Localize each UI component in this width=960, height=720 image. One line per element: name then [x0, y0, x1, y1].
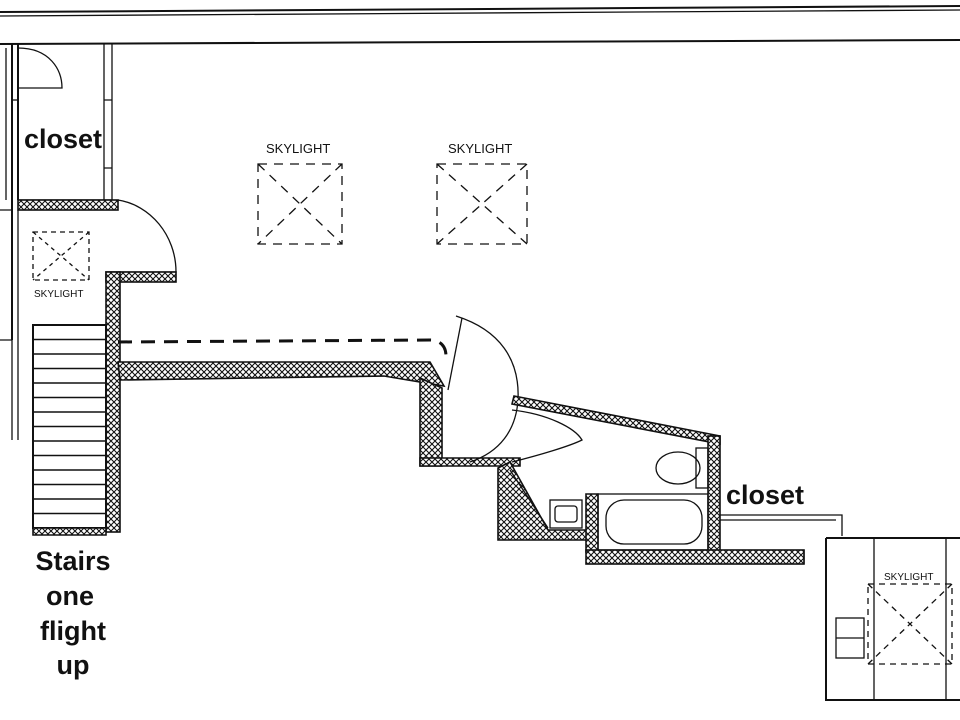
stairs-label-line-3: flight: [40, 616, 106, 646]
stairs-label-line-4: up: [57, 650, 90, 680]
closet-label-left: closet: [24, 124, 102, 154]
bathroom-door: [447, 315, 583, 463]
corridor-wall: [117, 338, 521, 467]
bathroom: [497, 395, 805, 565]
stairs-label-line-2: one: [46, 581, 94, 611]
lower-right-room: [825, 537, 960, 701]
skylight-label-4: SKYLIGHT: [884, 572, 933, 583]
skylight-label-1: SKYLIGHT: [266, 141, 330, 156]
skylight-label-3: SKYLIGHT: [34, 289, 83, 300]
sink-icon: [549, 499, 583, 529]
entry-room: [11, 199, 177, 533]
bathtub-icon: [597, 493, 709, 551]
skylight-small-left: [32, 231, 90, 281]
top-exterior-wall: [0, 5, 960, 45]
toilet-icon: [655, 447, 709, 489]
skylight-1: [257, 163, 343, 245]
closet-label-right: closet: [726, 480, 804, 510]
right-closet: [720, 514, 843, 564]
stairs: [32, 324, 107, 536]
skylight-label-2: SKYLIGHT: [448, 141, 512, 156]
stairs-label-line-1: Stairs: [35, 546, 110, 576]
skylight-2: [436, 163, 528, 245]
